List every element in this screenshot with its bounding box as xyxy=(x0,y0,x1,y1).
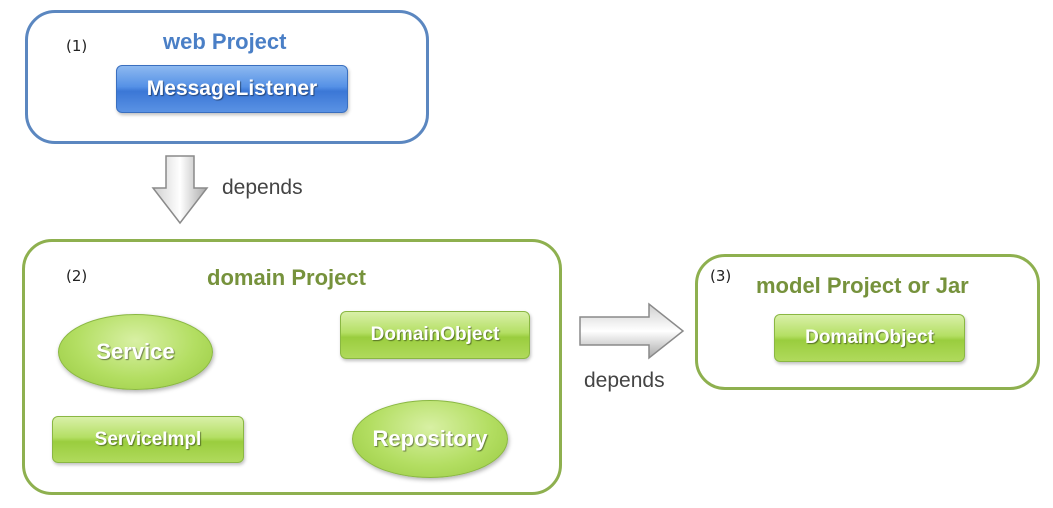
model-domain-object-box: DomainObject xyxy=(774,314,965,362)
model-project-title: model Project or Jar xyxy=(756,273,969,298)
web-project-title: web Project xyxy=(163,29,287,54)
depends-label-right: depends xyxy=(584,369,665,392)
model-project-number: (3) xyxy=(710,267,732,285)
service-impl-box: ServiceImpl xyxy=(52,416,244,463)
right-arrow-icon xyxy=(579,302,685,360)
domain-project-number: (2) xyxy=(66,267,88,285)
service-ellipse: Service xyxy=(58,314,213,390)
model-project-panel: (3) model Project or Jar DomainObject xyxy=(695,254,1040,390)
domain-object-box: DomainObject xyxy=(340,311,530,359)
domain-project-panel: (2) domain Project Service DomainObject … xyxy=(22,239,562,495)
message-listener-box: MessageListener xyxy=(116,65,348,113)
down-arrow-icon xyxy=(151,155,209,225)
domain-project-title: domain Project xyxy=(207,265,366,290)
repository-ellipse: Repository xyxy=(352,400,508,478)
depends-label-down: depends xyxy=(222,176,303,199)
web-project-number: (1) xyxy=(66,37,88,55)
web-project-panel: (1) web Project MessageListener xyxy=(25,10,429,144)
